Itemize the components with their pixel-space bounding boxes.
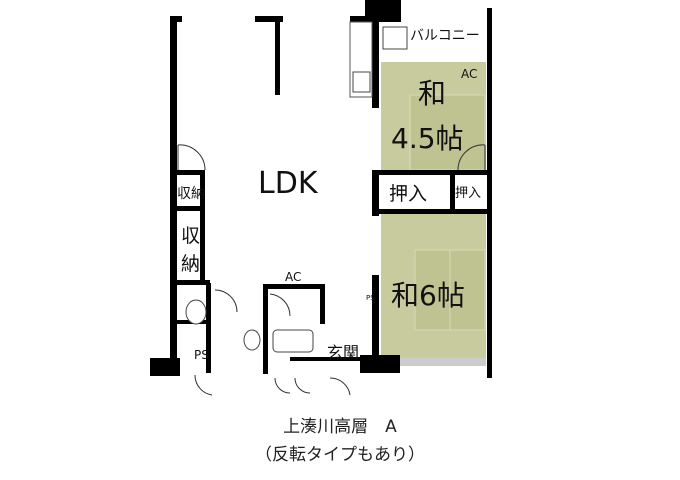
room-label-balcony: バルコニー <box>410 28 480 44</box>
washing-machine-icon <box>382 26 408 50</box>
room-label-entrance: 玄関 <box>327 343 359 362</box>
caption-note: （反転タイプもあり） <box>255 445 425 465</box>
room-label-oshiire-small: 押入 <box>455 186 481 201</box>
tatami-mat <box>449 249 486 331</box>
window-sill <box>400 358 486 366</box>
door-swings <box>177 144 486 396</box>
washbasin-icon <box>243 329 261 351</box>
room-label-washitsu-1-size: 4.5帖 <box>391 122 464 155</box>
ps-label-small: PS <box>366 294 375 302</box>
ac-label: AC <box>461 67 477 81</box>
bathtub-icon <box>272 329 314 353</box>
room-label-oshiire: 押入 <box>389 183 427 205</box>
room-label-shuno-tall-2: 納 <box>181 253 200 275</box>
room-label-shuno-tall-1: 収 <box>181 225 200 247</box>
ps-label: PS <box>194 348 209 362</box>
ac-label: AC <box>285 270 301 284</box>
tatami-mat <box>409 94 486 171</box>
room-label-shuno: 収納 <box>177 186 205 202</box>
sink-icon <box>352 71 371 93</box>
caption-building-type: 上湊川高層 A <box>283 417 397 437</box>
room-label-washitsu-1: 和 <box>418 77 446 110</box>
toilet-icon <box>185 299 207 325</box>
room-label-washitsu-2: 和6帖 <box>391 279 465 312</box>
room-label-ldk: LDK <box>258 166 319 201</box>
